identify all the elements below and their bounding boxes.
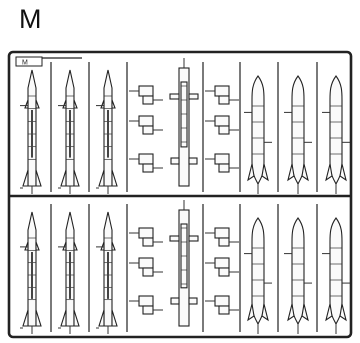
sprue-part-rack (169, 58, 199, 187)
sprue-part-pylon-clips (129, 227, 163, 315)
sprue-part-bomb (244, 217, 272, 334)
sprue-part-missile (20, 211, 42, 334)
sprue-part-bomb (322, 75, 350, 194)
sprue-part-rack (169, 200, 199, 327)
sprue-part-missile (58, 69, 80, 194)
sprue-runner (7, 50, 353, 339)
sprue-part-pylon-clips (205, 227, 239, 315)
sprue-part-missile (96, 211, 118, 334)
sprue-part-bomb (284, 217, 312, 334)
sprue-tag: M (15, 56, 82, 67)
sprue-part-bomb (284, 75, 312, 194)
svg-text:M: M (22, 60, 28, 67)
sprue-part-missile (58, 211, 80, 334)
sprue-part-bomb (244, 75, 272, 194)
sprue-part-pylon-clips (129, 85, 163, 173)
sprue-part-pylon-clips (205, 85, 239, 173)
sprue-part-missile (96, 69, 118, 194)
sprue-letter: M (19, 4, 42, 34)
parts-layer (20, 58, 350, 334)
sprue-part-bomb (322, 217, 350, 334)
sprue-part-missile (20, 69, 42, 194)
